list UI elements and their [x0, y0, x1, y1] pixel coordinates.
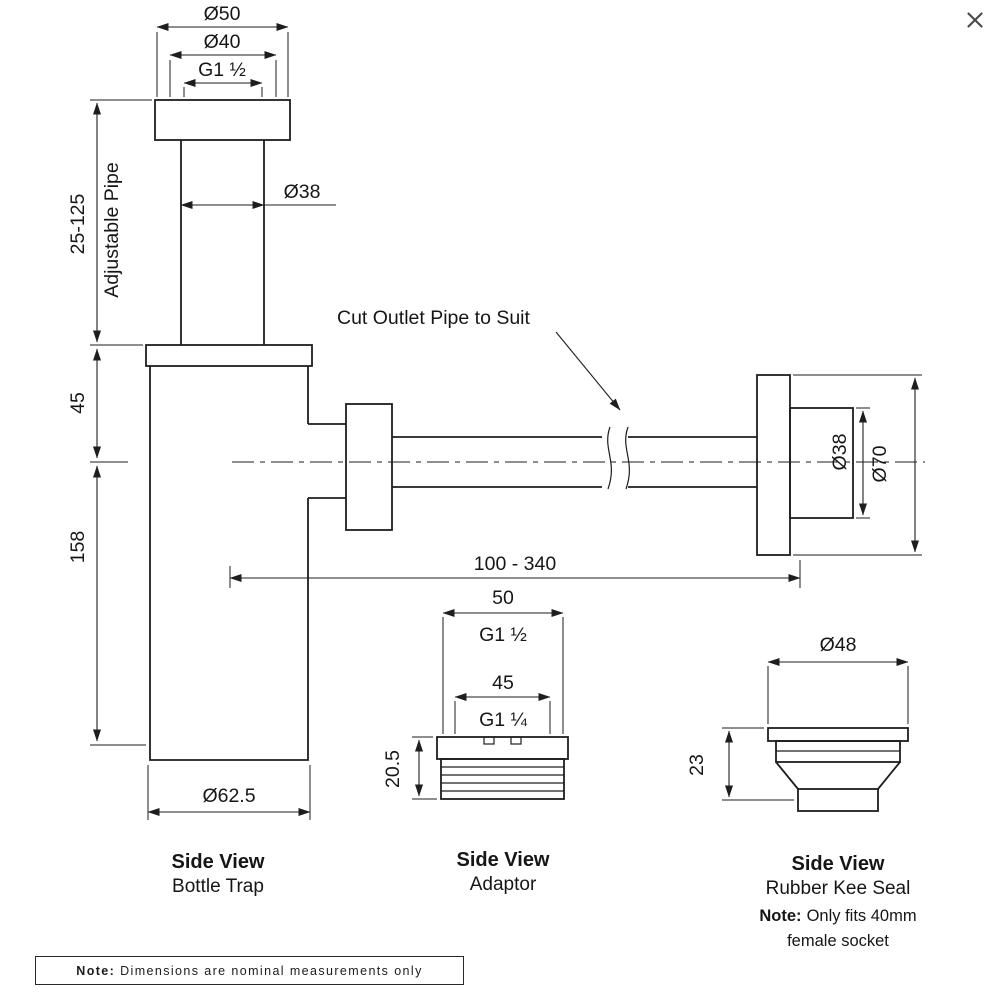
- keeseal-caption-subtitle: Rubber Kee Seal: [766, 878, 911, 899]
- dim-158-label: 158: [67, 531, 89, 564]
- cut-outlet-annotation: Cut Outlet Pipe to Suit: [337, 307, 531, 329]
- keeseal-caption-title: Side View: [791, 853, 884, 875]
- footer-note-bold: Note:: [76, 963, 116, 978]
- footer-note-text: Dimensions are nominal measurements only: [115, 963, 423, 978]
- bottle-trap-caption-title: Side View: [171, 851, 264, 873]
- adaptor-dim-45-label: 45: [492, 672, 514, 694]
- keeseal-note-bold: Note:: [759, 907, 801, 925]
- adaptor-caption-subtitle: Adaptor: [470, 874, 537, 895]
- dim-d38-outlet-label: Ø38: [829, 434, 851, 471]
- bottle-trap-caption-subtitle: Bottle Trap: [172, 876, 264, 897]
- adaptor-dim-20-5-label: 20.5: [382, 750, 404, 788]
- keeseal-note-line1: Note: Only fits 40mm: [759, 907, 916, 925]
- wall-flange-outline: [756, 374, 854, 556]
- adaptor-caption-title: Side View: [456, 849, 549, 871]
- keeseal-dim-d48-label: Ø48: [820, 634, 857, 656]
- dim-d50-label: Ø50: [204, 3, 241, 25]
- dim-25-125-label: 25-125: [67, 193, 89, 254]
- dim-g1half-top-label: G1 ½: [198, 59, 246, 81]
- dim-d70-label: Ø70: [869, 445, 891, 482]
- kee-seal-outline: [767, 727, 909, 812]
- outlet-pipe-outline: [392, 426, 757, 490]
- bottle-trap-outline: [145, 99, 393, 761]
- dim-45-label: 45: [67, 392, 89, 414]
- footer-note-box: Note: Dimensions are nominal measurement…: [35, 956, 464, 985]
- close-icon: [967, 12, 983, 28]
- adaptor-dim-g1quarter-label: G1 ¼: [479, 709, 527, 731]
- adaptor-outline: [436, 736, 569, 800]
- close-button[interactable]: [960, 5, 990, 35]
- bottle-trap-dimension-linework: [90, 23, 922, 820]
- adjustable-pipe-label: Adjustable Pipe: [101, 162, 123, 298]
- adaptor-dimension-linework: [412, 609, 564, 800]
- keeseal-note-line2: female socket: [787, 932, 889, 950]
- keeseal-dim-23-label: 23: [686, 754, 708, 776]
- kee-seal-dimension-linework: [722, 658, 909, 801]
- keeseal-note-text: Only fits 40mm: [807, 907, 917, 925]
- adaptor-dim-g1half-label: G1 ½: [479, 624, 527, 646]
- dim-d38-pipe-label: Ø38: [284, 181, 321, 203]
- dim-d40-label: Ø40: [204, 31, 241, 53]
- dim-d62-5-label: Ø62.5: [202, 785, 255, 807]
- dim-100-340-label: 100 - 340: [474, 553, 557, 575]
- adaptor-dim-50-label: 50: [492, 587, 514, 609]
